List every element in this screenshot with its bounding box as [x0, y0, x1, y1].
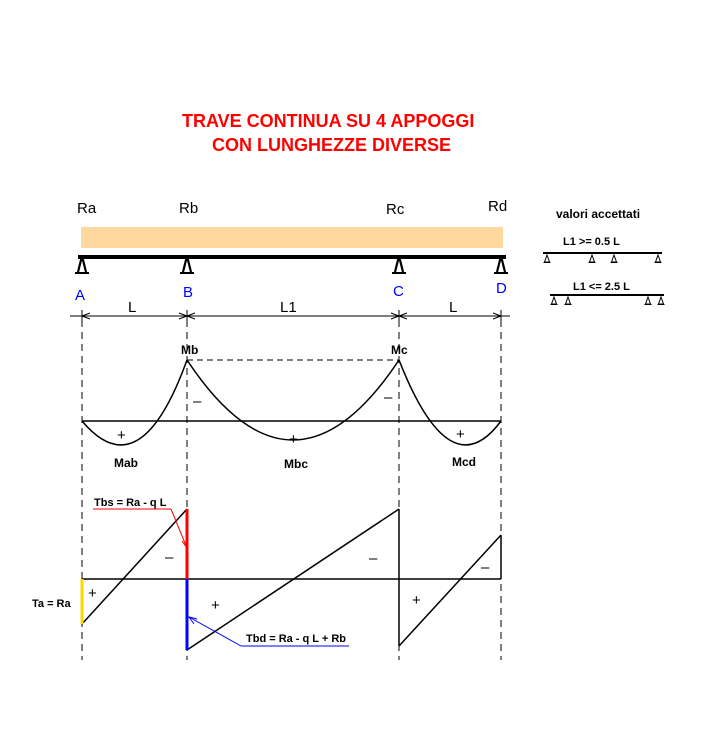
shear-sign-plus-bc: + — [211, 597, 220, 614]
moment-sign-plus-bc: + — [289, 431, 298, 448]
moment-curve-cd — [398, 359, 502, 446]
shear-line-cd — [398, 534, 502, 647]
title-line-1: TRAVE CONTINUA SU 4 APPOGGI — [182, 111, 474, 131]
mini-support-icon — [564, 296, 572, 305]
node-label-d: D — [496, 280, 507, 297]
distributed-load-band — [81, 227, 503, 248]
span-label-ab: L — [128, 299, 136, 316]
mini-support-icon — [610, 254, 618, 263]
mini-support-icon — [654, 254, 662, 263]
guide-lines — [81, 320, 502, 660]
moment-label-mab: Mab — [114, 456, 138, 470]
reaction-label-rb: Rb — [179, 200, 198, 217]
shear-line-bc — [186, 508, 400, 651]
mini-support-icon — [550, 296, 558, 305]
moment-sign-plus-cd: + — [456, 426, 465, 443]
shear-line-ab — [81, 508, 188, 625]
shear-sign-minus-cd: – — [481, 559, 490, 576]
shear-sign-minus-bc: – — [369, 550, 378, 567]
side-panel-case-1: L1 >= 0.5 L — [563, 236, 620, 248]
node-label-b: B — [183, 284, 193, 301]
support-a-icon — [73, 258, 91, 275]
moment-sign-minus-b: – — [193, 393, 202, 410]
moment-curve-ab — [81, 359, 188, 446]
title-line-2: CON LUNGHEZZE DIVERSE — [212, 135, 451, 155]
moment-diagram — [81, 359, 502, 446]
shear-label-tbd: Tbd = Ra - q L + Rb — [246, 633, 346, 645]
support-c-icon — [390, 258, 408, 275]
shear-sign-plus-ab: + — [88, 585, 97, 602]
support-d-icon — [492, 258, 510, 275]
node-label-a: A — [75, 287, 85, 304]
moment-label-mc: Mc — [391, 343, 408, 357]
mini-support-icon — [543, 254, 551, 263]
moment-sign-plus-ab: + — [117, 427, 126, 444]
mini-support-icon — [588, 254, 596, 263]
reaction-label-rc: Rc — [386, 201, 405, 218]
moment-label-mbc: Mbc — [284, 457, 308, 471]
span-label-bc: L1 — [280, 299, 297, 316]
node-label-c: C — [393, 283, 404, 300]
shear-sign-plus-cd: + — [412, 592, 421, 609]
support-b-icon — [178, 258, 196, 275]
shear-leaders — [93, 508, 349, 647]
shear-sign-minus-ab: – — [165, 549, 174, 566]
moment-curve-bc — [186, 359, 400, 441]
moment-label-mb: Mb — [181, 343, 198, 357]
shear-label-tbs: Tbs = Ra - q L — [94, 497, 167, 509]
side-panel-heading: valori accettati — [556, 207, 640, 221]
dimension-line — [70, 310, 510, 322]
span-label-cd: L — [449, 299, 457, 316]
mini-support-icon — [644, 296, 652, 305]
moment-label-mcd: Mcd — [452, 455, 476, 469]
mini-support-icon — [657, 296, 665, 305]
moment-sign-minus-c: – — [384, 389, 393, 406]
shear-label-ta: Ta = Ra — [32, 598, 72, 610]
reaction-label-ra: Ra — [77, 200, 97, 217]
shear-diagram — [81, 508, 502, 651]
reaction-label-rd: Rd — [488, 198, 507, 215]
side-panel-case-2: L1 <= 2.5 L — [573, 281, 630, 293]
